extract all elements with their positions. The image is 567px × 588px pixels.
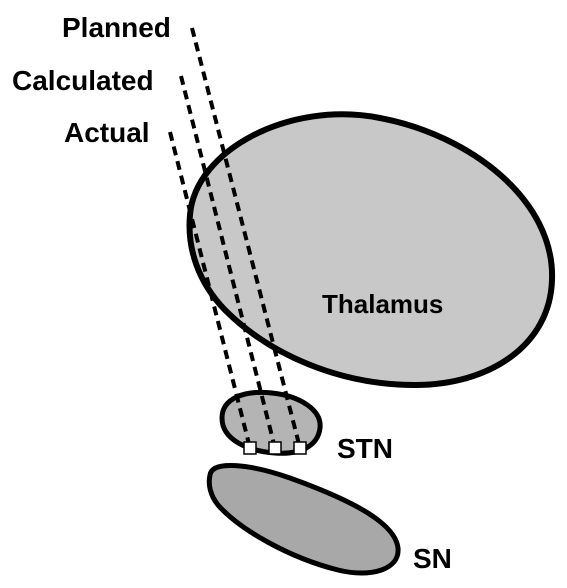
actual-label: Actual <box>64 117 150 148</box>
planned-label: Planned <box>62 12 171 43</box>
thalamus-label: Thalamus <box>322 289 443 319</box>
actual-target-marker <box>244 442 256 454</box>
calculated-label: Calculated <box>12 65 154 96</box>
calculated-target-marker <box>269 442 281 454</box>
thalamus-shape <box>190 114 553 385</box>
sn-label: SN <box>413 543 452 574</box>
planned-target-marker <box>294 442 306 454</box>
sn-shape <box>209 465 398 573</box>
stn-label: STN <box>337 433 393 464</box>
